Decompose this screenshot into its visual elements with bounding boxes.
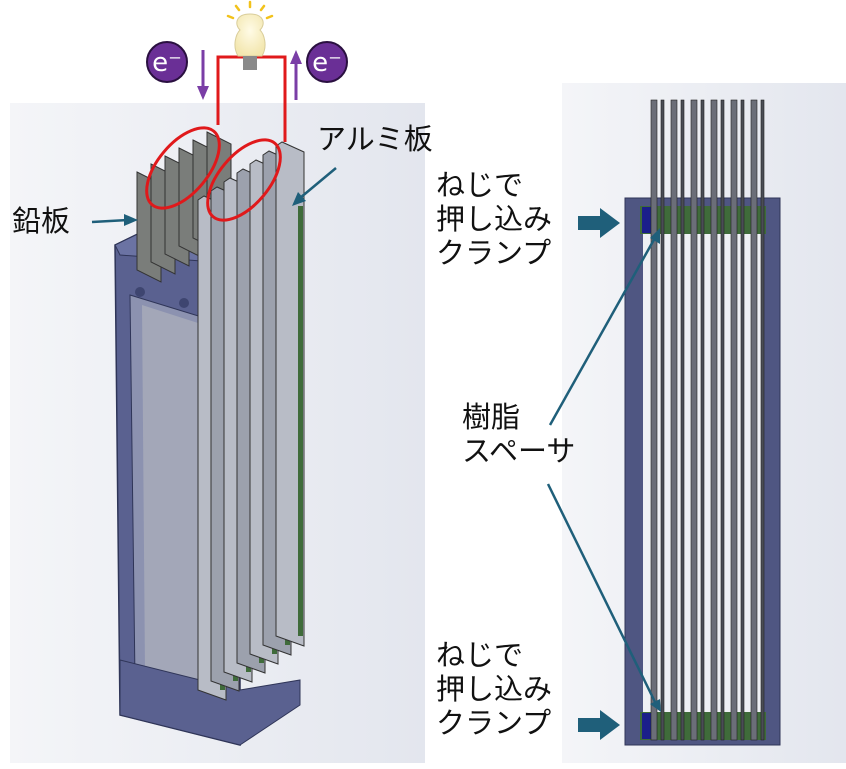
spacer-pointer-top <box>548 235 658 426</box>
electron-badge-icon: e⁻ <box>306 41 348 83</box>
aluminum-plate <box>700 99 705 741</box>
arrow-head-icon <box>650 699 661 712</box>
aluminum-plate <box>680 99 685 741</box>
clamp-top-arrow-icon <box>578 208 620 238</box>
lead-plate <box>690 99 698 741</box>
left-cell-3d <box>114 131 305 746</box>
lead-pointer-line <box>91 218 129 224</box>
spacer-pointer-bottom <box>546 483 658 705</box>
lead-plate <box>670 99 678 741</box>
arrow-head-icon <box>292 192 306 206</box>
lead-terminal-ring <box>145 126 221 210</box>
label-line: ねじで <box>436 168 524 202</box>
label-line: クランプ <box>436 706 552 740</box>
clamp-top-label: ねじで 押し込み クランプ <box>436 168 552 270</box>
lightbulb-icon <box>226 0 274 70</box>
lead-plate <box>730 99 738 741</box>
aluminum-plate-label: アルミ板 <box>317 122 433 156</box>
arrow-head-icon <box>197 86 209 100</box>
svg-text:e⁻: e⁻ <box>152 48 182 78</box>
screw-hole <box>135 287 145 297</box>
arrow-head-icon <box>124 214 138 226</box>
resin-spacer-label: 樹脂 スペーサ <box>462 400 575 468</box>
arrow-head-icon <box>290 50 302 64</box>
clamp-bottom-arrow-icon <box>578 710 620 740</box>
label-line: 押し込み <box>436 672 553 706</box>
label-line: 押し込み <box>436 202 553 236</box>
aluminum-terminal-ring <box>206 138 282 222</box>
electron-badge-icon: e⁻ <box>146 41 188 83</box>
aluminum-plate <box>660 99 665 741</box>
lead-plate <box>650 99 658 741</box>
aluminum-plate <box>740 99 745 741</box>
clamp-pad <box>642 207 652 233</box>
aluminum-plate <box>720 99 725 741</box>
aluminum-plate <box>275 141 305 647</box>
lead-plate <box>710 99 718 741</box>
label-line: スペーサ <box>462 434 576 468</box>
holder-bottom <box>119 659 301 746</box>
lead-plate <box>750 99 758 741</box>
arrow-head-icon <box>650 228 660 244</box>
clamp-bottom-label: ねじで 押し込み クランプ <box>436 638 552 740</box>
label-line: ねじで <box>436 638 524 672</box>
label-line: 樹脂 <box>462 400 521 434</box>
lead-plate-label: 鉛板 <box>12 204 71 238</box>
right-cell-side-view <box>624 99 781 746</box>
clamp-pad <box>642 713 652 739</box>
aluminum-plate <box>760 99 765 741</box>
svg-text:e⁻: e⁻ <box>312 48 342 78</box>
label-line: クランプ <box>436 236 552 270</box>
aluminum-pointer-line <box>299 167 337 199</box>
screw-hole <box>179 298 189 308</box>
holder-window-inner <box>142 305 198 695</box>
spacer-strip <box>298 206 303 636</box>
